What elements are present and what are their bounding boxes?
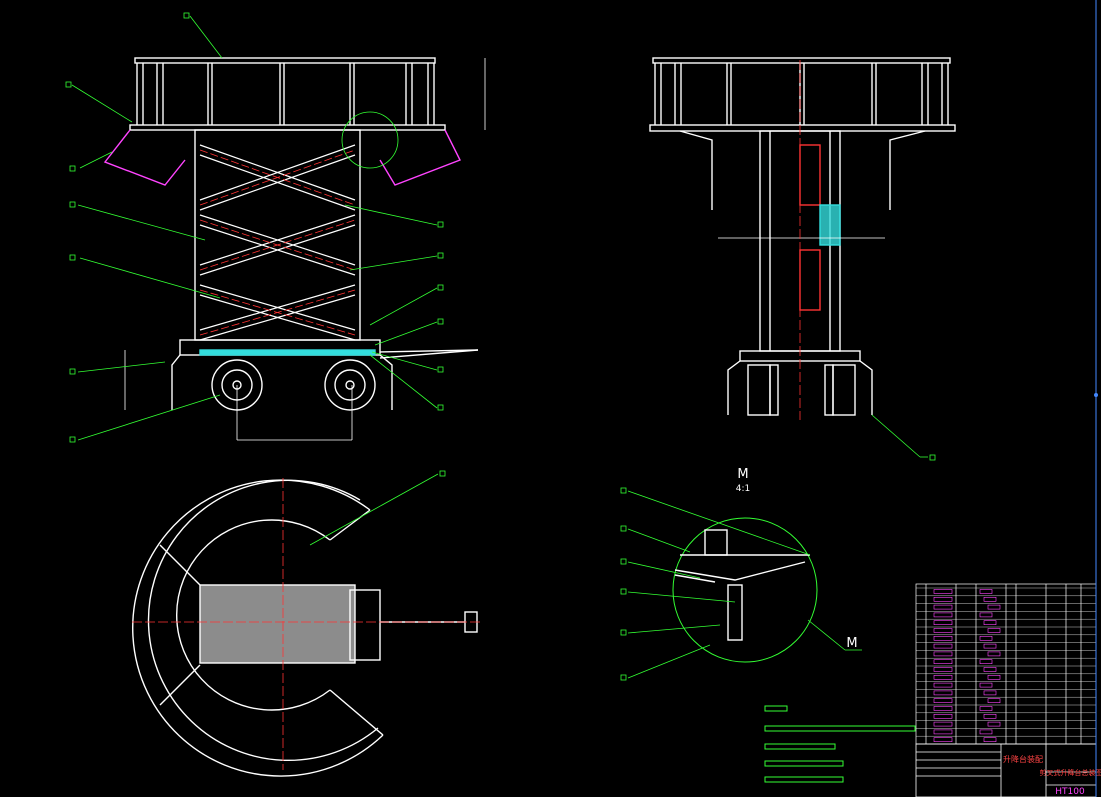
parts-row-mark (933, 612, 953, 618)
parts-row-mark (983, 713, 997, 719)
parts-row-mark (983, 667, 997, 672)
parts-row-mark (933, 706, 953, 711)
parts-row-mark (983, 737, 997, 743)
detail-view-m (672, 517, 818, 663)
front-view (103, 57, 486, 441)
parts-row-mark (987, 698, 1001, 704)
parts-row-mark (933, 628, 953, 633)
parts-row-mark (979, 612, 993, 618)
detail-callout-label: M (846, 636, 857, 651)
parts-row-mark (933, 674, 953, 680)
parts-row-mark (933, 659, 953, 665)
parts-row-mark (987, 651, 1001, 657)
parts-row-mark (983, 596, 997, 602)
parts-row-mark (983, 620, 997, 626)
parts-row-mark (987, 628, 1001, 633)
side-view-leaders (871, 414, 936, 461)
parts-row-mark (979, 729, 993, 735)
detail-view-leaders (620, 487, 862, 681)
parts-row-mark (987, 674, 1001, 680)
parts-row-mark (933, 596, 953, 602)
parts-row-mark (979, 682, 993, 688)
parts-row-mark (933, 620, 953, 626)
title-block-sub-name: 升降台装配 (1003, 754, 1043, 764)
parts-row-mark (983, 643, 997, 649)
parts-row-mark (933, 682, 953, 688)
detail-mark-label: M (737, 467, 748, 482)
parts-row-mark (933, 589, 953, 594)
parts-row-mark (933, 737, 953, 743)
side-view (649, 57, 956, 416)
parts-row-mark (933, 713, 953, 719)
front-view-leaders (65, 12, 444, 443)
parts-row-mark (933, 690, 953, 696)
parts-row-mark (979, 589, 993, 594)
parts-row-mark (933, 635, 953, 641)
parts-row-mark (979, 706, 993, 711)
parts-row-mark (983, 690, 997, 696)
parts-row-mark (933, 604, 953, 610)
parts-row-mark (979, 635, 993, 641)
parts-row-mark (933, 643, 953, 649)
parts-row-mark (933, 667, 953, 672)
detail-scale-label: 4:1 (736, 484, 750, 494)
parts-row-mark (933, 721, 953, 727)
top-view (132, 479, 478, 777)
parts-row-mark (987, 604, 1001, 610)
parts-row-mark (933, 698, 953, 704)
title-block-material: HT100 (1055, 787, 1085, 797)
parts-list-rows (916, 587, 1096, 743)
parts-row-mark (987, 721, 1001, 727)
title-block-main-name: 剪叉式升降台总装图 (1040, 768, 1101, 777)
technical-notes (764, 705, 916, 783)
parts-row-mark (933, 651, 953, 657)
parts-row-mark (933, 729, 953, 735)
parts-row-mark (979, 659, 993, 665)
top-view-leaders (309, 470, 446, 546)
